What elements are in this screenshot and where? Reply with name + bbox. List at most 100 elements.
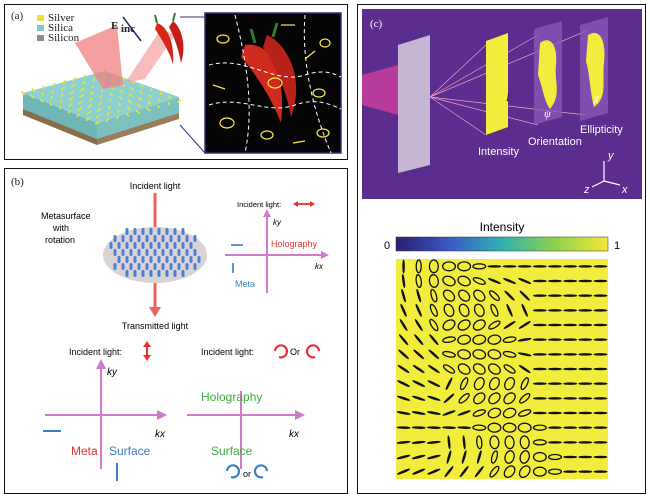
polarization-ellipse bbox=[563, 411, 578, 415]
polarization-ellipse bbox=[578, 294, 593, 297]
polarization-ellipse bbox=[578, 382, 593, 385]
circular-polarization-blue-icons bbox=[225, 464, 269, 479]
axis-x-label: x bbox=[621, 184, 628, 196]
polarization-ellipse bbox=[442, 319, 456, 331]
nano-pillar bbox=[133, 228, 137, 235]
nano-pillar bbox=[161, 235, 165, 242]
polarization-ellipse bbox=[504, 450, 515, 464]
nanorod bbox=[91, 84, 95, 89]
polarization-ellipse bbox=[532, 439, 547, 446]
polarization-ellipse bbox=[427, 468, 441, 475]
polarization-ellipse bbox=[593, 470, 608, 473]
nanorod bbox=[129, 86, 135, 91]
incident-beam bbox=[75, 25, 123, 89]
nanorod bbox=[109, 92, 113, 97]
polarization-ellipse bbox=[578, 265, 593, 268]
polarization-ellipse bbox=[578, 426, 593, 429]
polarization-ellipse bbox=[445, 377, 453, 391]
colorbar-title: Intensity bbox=[480, 220, 525, 234]
polarization-ellipse bbox=[402, 259, 405, 274]
polarization-ellipse bbox=[447, 435, 451, 450]
polarization-ellipse bbox=[547, 367, 563, 371]
polarization-ellipse bbox=[396, 426, 411, 429]
nano-pillar bbox=[181, 228, 185, 235]
polarization-ellipse bbox=[593, 367, 608, 371]
polarization-ellipse bbox=[547, 309, 563, 312]
nanorod bbox=[60, 86, 66, 91]
right-or-label: Or bbox=[290, 347, 300, 357]
nanorod bbox=[94, 120, 100, 126]
polarization-ellipse bbox=[563, 279, 578, 283]
polarization-ellipse bbox=[458, 303, 470, 318]
polarization-ellipse bbox=[578, 338, 593, 341]
intensity-image bbox=[486, 33, 508, 135]
polarization-ellipse bbox=[532, 353, 547, 356]
polarization-ellipse bbox=[547, 338, 563, 341]
polarization-ellipse bbox=[429, 318, 439, 332]
polarization-arrows bbox=[212, 24, 316, 144]
metasurface-label: Metasurface with rotation bbox=[41, 211, 93, 245]
polarization-ellipse bbox=[428, 259, 439, 274]
polarization-ellipse bbox=[415, 259, 422, 274]
nano-pillar bbox=[137, 263, 141, 270]
nano-pillar bbox=[181, 270, 185, 277]
polarization-ellipses bbox=[216, 34, 331, 140]
legend-silicon-swatch bbox=[37, 35, 44, 41]
polarization-ellipse bbox=[532, 424, 547, 431]
polarization-ellipse bbox=[502, 422, 517, 433]
polarization-ellipse bbox=[503, 364, 516, 374]
polarization-ellipse bbox=[399, 318, 408, 332]
polarization-ellipse bbox=[461, 450, 467, 464]
panel-c-label: (c) bbox=[370, 18, 383, 30]
polarization-ellipse bbox=[532, 294, 547, 297]
polarization-ellipse bbox=[503, 465, 516, 479]
nanorod bbox=[127, 99, 133, 104]
polarization-ellipse bbox=[547, 323, 563, 327]
nano-pillar bbox=[165, 256, 169, 263]
legend-silicon: Silicon bbox=[48, 32, 80, 44]
field-label: E bbox=[111, 20, 118, 32]
nano-pillar bbox=[181, 242, 185, 249]
polarization-ellipse bbox=[521, 303, 529, 317]
polarization-ellipse bbox=[487, 265, 502, 268]
nano-pillar bbox=[121, 249, 125, 256]
polarization-ellipse bbox=[458, 393, 470, 404]
polarization-ellipse bbox=[427, 364, 440, 374]
nanorod bbox=[126, 106, 131, 111]
polarization-ellipse bbox=[532, 466, 547, 477]
polarization-ellipse bbox=[488, 376, 500, 391]
polarization-ellipse bbox=[442, 336, 456, 344]
polarization-ellipse bbox=[476, 450, 482, 464]
nanorod bbox=[77, 106, 82, 112]
nano-pillar bbox=[141, 242, 145, 249]
colorbar-max: 1 bbox=[614, 240, 620, 252]
small-blue-arrows-icon bbox=[231, 244, 243, 273]
nano-pillar bbox=[113, 235, 117, 242]
polarization-ellipse bbox=[429, 334, 439, 346]
polarization-ellipse bbox=[578, 279, 593, 283]
polarization-ellipse bbox=[504, 290, 515, 301]
nano-pillar bbox=[153, 249, 157, 256]
panel-b: (b) Incident light Metasurface with rota… bbox=[4, 168, 348, 494]
nano-pillar bbox=[113, 249, 117, 256]
polarization-ellipse bbox=[412, 364, 425, 374]
polarization-ellipse bbox=[502, 350, 517, 358]
polarization-ellipse bbox=[472, 277, 486, 285]
nano-pillar bbox=[165, 242, 169, 249]
polarization-ellipse bbox=[457, 275, 471, 287]
polarization-ellipse bbox=[457, 349, 472, 360]
polarization-ellipse bbox=[563, 455, 578, 459]
nano-pillar bbox=[177, 235, 181, 242]
polarization-ellipse bbox=[426, 440, 441, 444]
nano-pillar bbox=[193, 235, 197, 242]
polarization-ellipse bbox=[532, 309, 547, 312]
nanorod bbox=[59, 99, 63, 104]
polarization-ellipse bbox=[430, 288, 438, 303]
left-blue-arrows-icon bbox=[43, 430, 118, 481]
nanorod bbox=[99, 95, 103, 99]
polarization-ellipse bbox=[532, 411, 547, 415]
nano-pillar bbox=[185, 249, 189, 256]
polarization-ellipse bbox=[472, 334, 487, 345]
nano-pillar bbox=[137, 235, 141, 242]
reflected-beam bbox=[125, 29, 175, 83]
